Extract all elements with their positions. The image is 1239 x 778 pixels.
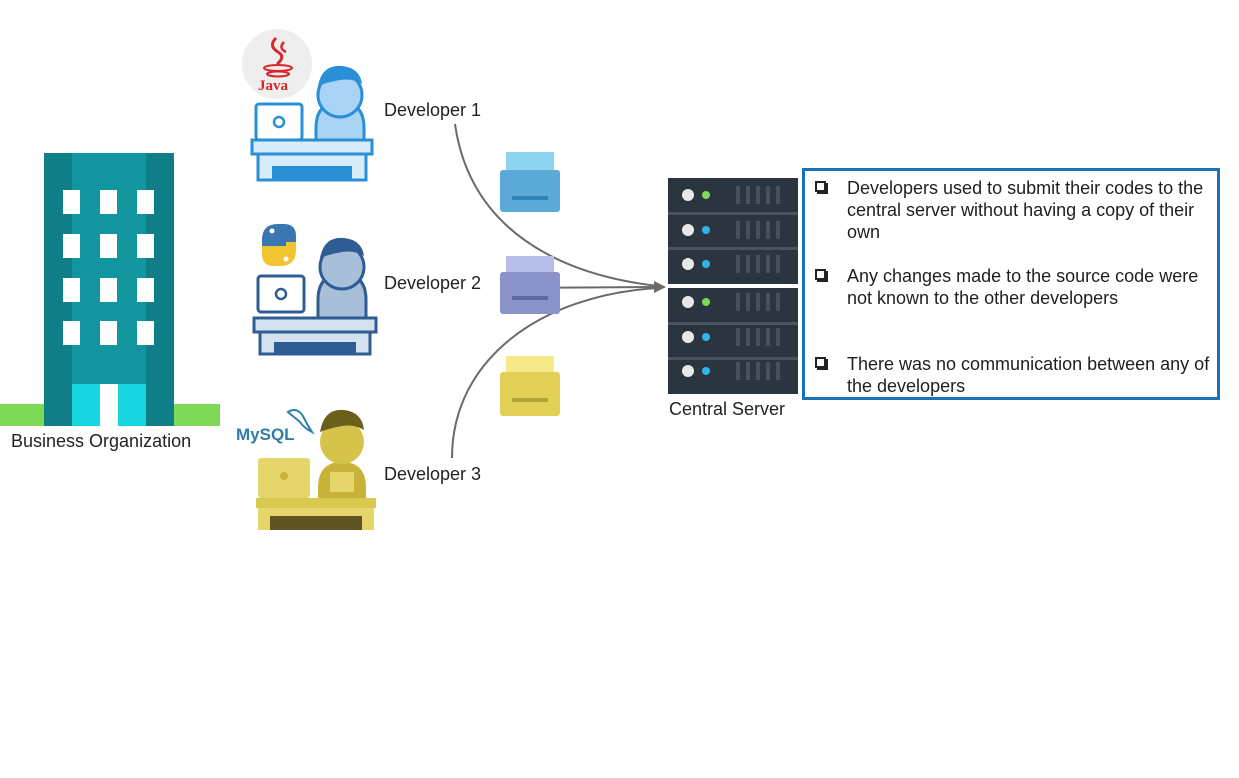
developer-2-icon [252, 224, 378, 356]
folder-blue-icon [500, 152, 560, 212]
java-logo-text: Java [258, 78, 288, 94]
mysql-logo-text: MySQL [236, 425, 295, 444]
notes-box: Developers used to submit their codes to… [802, 168, 1220, 400]
server-label: Central Server [669, 399, 786, 419]
java-logo-icon [263, 36, 293, 78]
folder-purple-icon [500, 256, 560, 314]
note-text: Developers used to submit their codes to… [847, 178, 1204, 242]
note-text: Any changes made to the source code were… [847, 266, 1199, 308]
developer-2-label: Developer 2 [384, 273, 482, 293]
checkbox-bullet-icon [815, 357, 826, 368]
building-icon [0, 153, 220, 426]
checkbox-bullet-icon [815, 269, 826, 280]
note-text: There was no communication between any o… [847, 354, 1210, 396]
developer-1-icon [242, 29, 374, 182]
server-icon [668, 178, 798, 394]
developer-3-icon [256, 409, 376, 530]
developer-3-label: Developer 3 [384, 464, 482, 484]
folder-yellow-icon [500, 356, 560, 416]
developer-1-label: Developer 1 [384, 100, 482, 120]
organization-label: Business Organization [11, 431, 192, 451]
python-logo-icon [262, 224, 296, 266]
arrowhead-icon [654, 281, 666, 293]
checkbox-bullet-icon [815, 181, 826, 192]
